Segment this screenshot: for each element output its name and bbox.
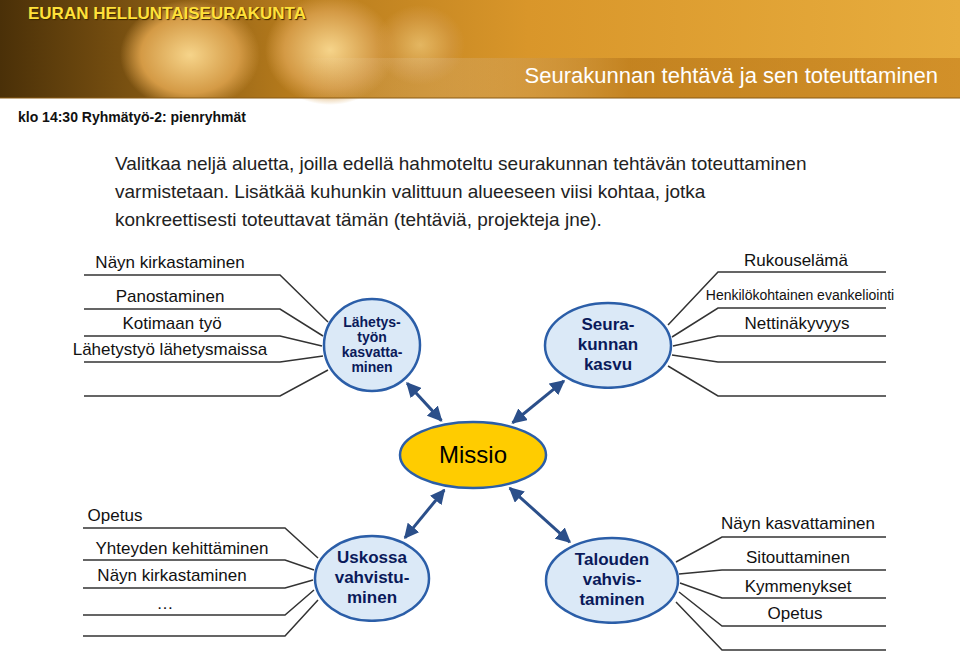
line-item: Nettinäkyvyys — [745, 314, 850, 334]
line-item: Rukouselämä — [744, 251, 848, 271]
line-item: Kotimaan työ — [122, 314, 221, 334]
line-item: Opetus — [768, 604, 823, 624]
line-item: Näyn kirkastaminen — [95, 253, 244, 273]
double-arrow — [405, 490, 444, 538]
line-item: Näyn kirkastaminen — [97, 566, 246, 586]
line-item: Opetus — [88, 506, 143, 526]
session-note: klo 14:30 Ryhmätyö-2: pienryhmät — [18, 109, 246, 125]
node-text: Missio — [408, 441, 538, 469]
line-item: Henkilökohtainen evankeliointi — [706, 287, 894, 303]
node-text: Lähetys- työn kasvatta- minen — [333, 315, 411, 375]
ellipse-node: Missio — [398, 420, 548, 490]
line-item: Näyn kasvattaminen — [721, 514, 875, 534]
line-item: Sitouttaminen — [746, 548, 850, 568]
org-name: EURAN HELLUNTAISEURAKUNTA — [28, 4, 306, 24]
ellipse-node: Talouden vahvis- taminen — [544, 536, 680, 625]
ellipse-node: Lähetys- työn kasvatta- minen — [322, 297, 422, 393]
double-arrow — [510, 488, 570, 542]
line-item: Panostaminen — [116, 287, 225, 307]
line-item: Kymmenykset — [745, 577, 852, 597]
double-arrow — [513, 381, 564, 423]
line-item: Yhteyden kehittäminen — [96, 539, 269, 559]
line-item: Lähetystyö lähetysmaissa — [73, 340, 268, 360]
ellipse-node: Seura- kunnan kasvu — [543, 301, 673, 390]
double-arrow — [407, 383, 441, 420]
node-text: Seura- kunnan kasvu — [571, 315, 645, 375]
line-item: … — [157, 594, 174, 614]
node-text: Uskossa vahvistu- minen — [329, 548, 415, 608]
ellipse-node: Uskossa vahvistu- minen — [313, 534, 431, 623]
slide-title: Seurakunnan tehtävä ja sen toteuttaminen — [525, 63, 938, 88]
instruction-text: Valitkaa neljä aluetta, joilla edellä ha… — [115, 150, 815, 234]
node-text: Talouden vahvis- taminen — [568, 550, 656, 610]
